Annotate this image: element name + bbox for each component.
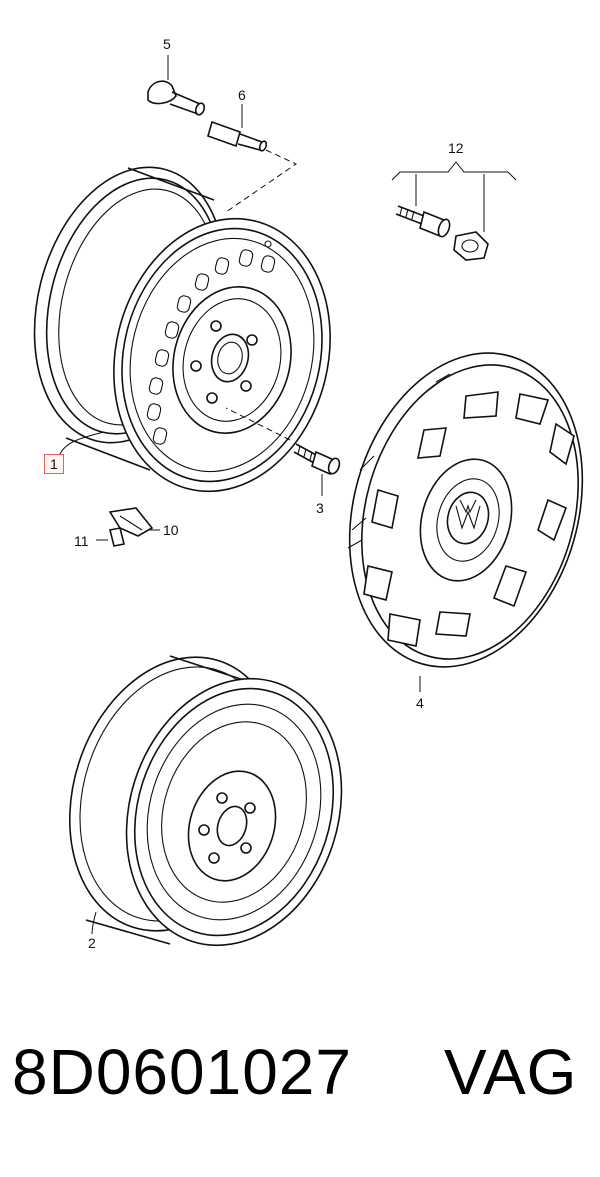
part-12-locking-bolt-set: [391, 161, 517, 261]
part-3-wheel-bolt: [225, 407, 341, 496]
callout-6: 6: [238, 87, 246, 103]
part-1-steel-wheel: [33, 166, 331, 493]
callout-11: 11: [74, 533, 89, 549]
callout-10: 10: [163, 522, 179, 538]
callout-5: 5: [163, 36, 171, 52]
parts-10-11-balance-weights: [96, 507, 160, 547]
callout-4: 4: [416, 695, 424, 711]
brand-label: VAG: [444, 1036, 578, 1108]
callout-2: 2: [88, 935, 96, 951]
part-6-valve-insert: [207, 104, 298, 213]
part-number: 8D0601027: [12, 1036, 352, 1108]
callout-1: 1: [44, 454, 64, 474]
part-4-hub-cap: [347, 352, 584, 692]
callout-3: 3: [316, 500, 324, 516]
part-2-steel-wheel: [68, 655, 343, 947]
callout-12: 12: [448, 140, 464, 156]
part-5-valve-stem: [147, 55, 206, 116]
